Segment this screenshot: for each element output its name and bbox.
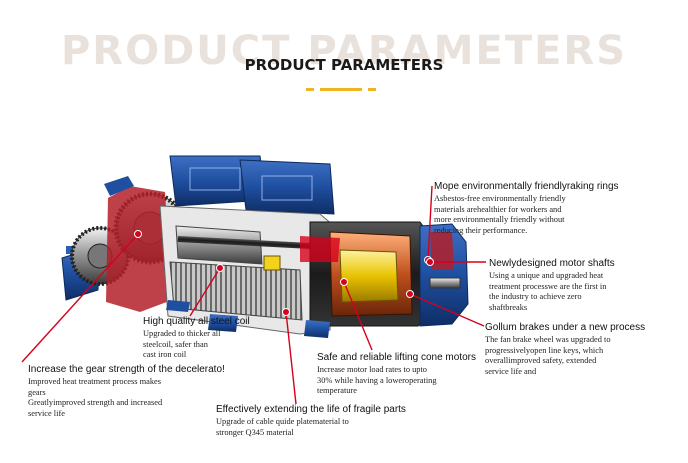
annotation-line: materials arehealthier for workers and xyxy=(434,204,562,214)
annotation-line: Using a unique and upgraded heat xyxy=(489,271,604,280)
annotation-gear-strength: Increase the gear strength of the decele… xyxy=(28,364,225,418)
drum-coil xyxy=(159,205,338,335)
cone-motor xyxy=(263,221,433,327)
annotation-fragile-parts: Effectively extending the life of fragil… xyxy=(216,404,406,437)
page-title: PRODUCT PARAMETERS xyxy=(244,56,444,74)
annotation-line: temperature xyxy=(317,386,357,396)
brake-end-cap xyxy=(419,223,469,327)
callout-lines xyxy=(21,185,486,405)
annotation-line: Upgrade of cable quide platematerial to xyxy=(216,417,349,426)
annotation-motor-shafts: Newlydesigned motor shafts Using a uniqu… xyxy=(489,258,615,312)
junction-boxes xyxy=(169,155,335,215)
annotation-line: steelcoil, safer than xyxy=(143,339,208,349)
annotation-brakes: Gollum brakes under a new process The fa… xyxy=(485,322,645,376)
annotation-line: Greatlyimproved strength and increased xyxy=(28,398,163,408)
annotation-line: The fan brake wheel was upgraded to xyxy=(485,335,611,344)
annotation-heading: Increase the gear strength of the decele… xyxy=(28,364,225,375)
annotation-line: progressivelyopen line keys, which xyxy=(485,345,604,355)
annotation-line: reducing their performance. xyxy=(434,225,528,235)
annotation-heading: Newlydesigned motor shafts xyxy=(489,258,615,269)
annotation-steel-coil: High quality all steel coil Upgraded to … xyxy=(143,316,250,360)
annotation-heading: Mope environmentally friendlyraking ring… xyxy=(434,181,619,192)
callout-markers xyxy=(134,230,434,316)
annotation-line: service life xyxy=(28,408,65,418)
annotation-line: the industry to achieve zero xyxy=(489,292,582,302)
annotation-line: 30% while having a loweroperating xyxy=(317,375,437,385)
annotation-braking-rings: Mope environmentally friendlyraking ring… xyxy=(434,181,619,235)
annotation-line: Asbestos-free environmentally friendly xyxy=(434,194,566,203)
annotation-line: stronger Q345 material xyxy=(216,427,294,437)
annotation-line: more environmentally friendly without xyxy=(434,215,565,225)
annotation-line: overallimproved safety, extended xyxy=(485,356,597,366)
annotation-line: treatment processwe are the first in xyxy=(489,281,607,291)
annotation-line: cast iron coil xyxy=(143,350,187,360)
annotation-heading: Gollum brakes under a new process xyxy=(485,322,646,333)
title-underline-decoration xyxy=(306,88,376,92)
annotation-line: gears xyxy=(28,387,46,397)
annotation-line: Increase motor load rates to upto xyxy=(317,365,427,374)
mounting-feet xyxy=(166,300,330,338)
annotation-line: Improved heat treatment process makes xyxy=(28,377,162,386)
annotation-heading: Effectively extending the life of fragil… xyxy=(216,404,406,415)
annotation-heading: Safe and reliable lifting cone motors xyxy=(317,352,476,363)
background-watermark-title: PRODUCT PARAMETERS xyxy=(60,28,628,74)
annotation-cone-motors: Safe and reliable lifting cone motors In… xyxy=(317,352,476,396)
annotation-heading: High quality all steel coil xyxy=(143,316,250,327)
annotation-line: service life and xyxy=(485,366,537,376)
annotation-line: shaftbreaks xyxy=(489,302,528,312)
annotation-line: Upgraded to thicker all xyxy=(143,329,221,338)
